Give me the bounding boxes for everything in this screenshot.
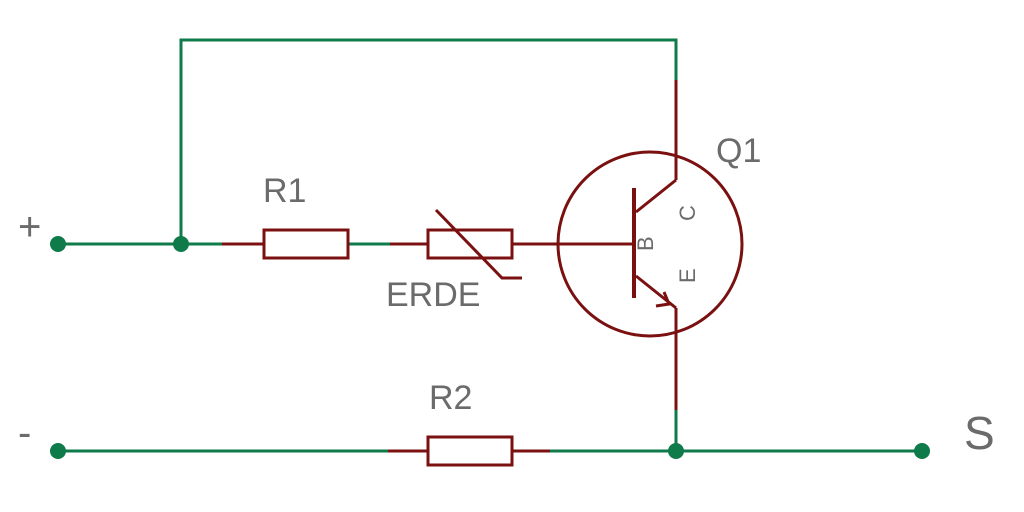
terminal-dot-signal xyxy=(914,443,930,459)
junction-dot-top xyxy=(173,236,189,252)
q1-label: Q1 xyxy=(716,132,761,170)
q1-emitter-arrow xyxy=(655,291,672,308)
r2-label: R2 xyxy=(429,379,472,417)
q1-body-circle xyxy=(556,150,744,338)
sensor-label: ERDE xyxy=(386,276,480,314)
wires xyxy=(56,38,924,453)
terminal-minus-label: - xyxy=(18,411,31,455)
junctions xyxy=(50,236,930,459)
resistor-r1: R1 xyxy=(222,172,350,260)
sensor-erde: ERDE xyxy=(386,208,632,314)
junction-dot-emitter xyxy=(668,443,684,459)
terminal-dot-minus xyxy=(50,443,66,459)
resistor-r2: R2 xyxy=(388,379,550,467)
transistor-q1: Q1 B C E xyxy=(556,80,761,410)
sensor-variable-arrow xyxy=(434,208,522,280)
wire-top-loop xyxy=(179,38,678,246)
q1-pin-collector-label: C xyxy=(675,205,700,221)
q1-collector-diagonal xyxy=(635,178,677,214)
q1-pin-base-label: B xyxy=(633,236,658,251)
r1-label: R1 xyxy=(263,172,306,210)
r1-body xyxy=(262,228,350,260)
terminal-dot-plus xyxy=(50,236,66,252)
terminal-signal-label: S xyxy=(964,407,995,459)
r2-body xyxy=(426,435,514,467)
q1-pin-emitter-label: E xyxy=(675,268,700,283)
terminal-plus-label: + xyxy=(18,205,41,249)
terminal-labels: + - S xyxy=(18,205,995,459)
